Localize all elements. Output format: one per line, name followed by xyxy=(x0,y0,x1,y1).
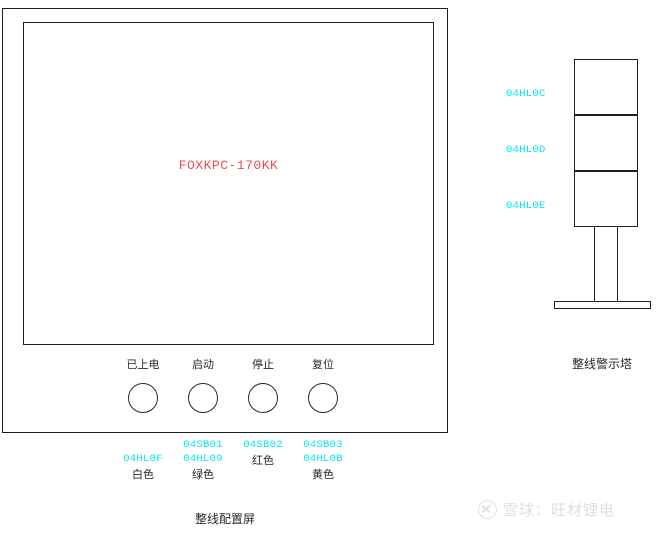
watermark: 雪球：旺材锂电 xyxy=(478,499,615,520)
tower-light-segment-middle xyxy=(574,115,638,171)
lens-color-label: 黄色 xyxy=(312,468,334,481)
push-button-tag-block: 04SB02 红色 xyxy=(213,438,313,468)
switch-tag: 04SB03 xyxy=(303,439,343,451)
push-button-power-on[interactable] xyxy=(128,383,158,413)
push-button-reset[interactable] xyxy=(308,383,338,413)
panel-outer-enclosure xyxy=(2,8,448,433)
tower-base-plate xyxy=(554,301,651,309)
lens-color-label: 红色 xyxy=(252,454,274,467)
push-button-tag-block: 04HL0F 白色 xyxy=(93,438,193,482)
tower-caption: 整线警示塔 xyxy=(571,357,632,371)
watermark-text: 雪球：旺材锂电 xyxy=(503,501,616,519)
tower-light-segment-bottom xyxy=(574,171,638,227)
push-button-label: 已上电 xyxy=(126,358,160,371)
xueqiu-logo-icon xyxy=(478,500,497,519)
lens-color-label: 绿色 xyxy=(192,468,214,481)
panel-caption: 整线配置屏 xyxy=(194,512,255,526)
push-button-tag-block: 04SB03 04HL0B 黄色 xyxy=(273,438,373,482)
tower-segment-tag-top: 04HL0C xyxy=(506,88,546,100)
switch-tag: 04SB02 xyxy=(243,439,283,451)
indicator-tag: 04HL0B xyxy=(303,453,343,465)
push-button-label: 复位 xyxy=(312,358,334,371)
lens-color-label: 白色 xyxy=(132,468,154,481)
push-button-start[interactable] xyxy=(188,383,218,413)
indicator-tag: 04HL09 xyxy=(183,453,223,465)
indicator-tag: 04HL0F xyxy=(123,453,163,465)
tower-pole-right-line xyxy=(617,227,618,302)
tower-pole-left-line xyxy=(594,227,595,302)
panel-hmi-screen xyxy=(23,22,434,345)
push-button-label: 停止 xyxy=(252,358,274,371)
push-button-label: 启动 xyxy=(192,358,214,371)
push-button-tag-block: 04SB01 04HL09 绿色 xyxy=(153,438,253,482)
push-button-stop[interactable] xyxy=(248,383,278,413)
switch-tag: 04SB01 xyxy=(183,439,223,451)
tower-light-segment-top xyxy=(574,59,638,115)
tower-segment-tag-bottom: 04HL0E xyxy=(506,200,546,212)
hmi-screen-model-label: FOXKPC-170KK xyxy=(178,158,279,173)
tower-segment-tag-middle: 04HL0D xyxy=(506,144,546,156)
